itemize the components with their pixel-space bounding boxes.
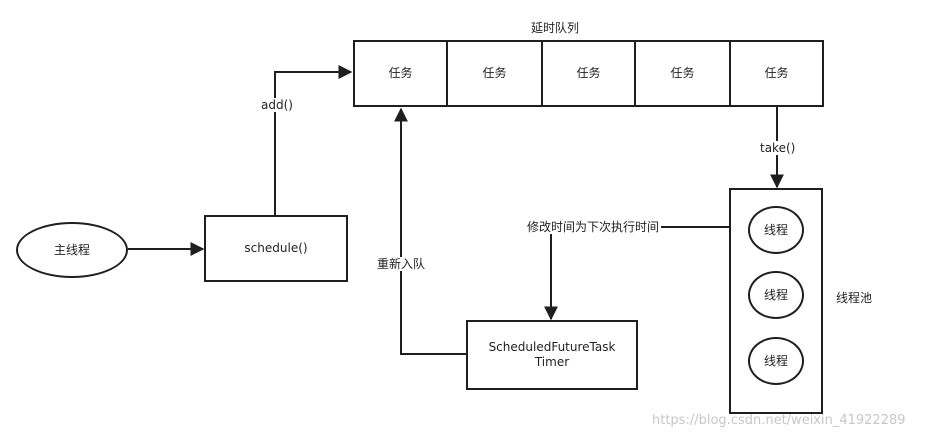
task-box-line2: Timer: [534, 355, 570, 369]
requeue-label: 重新入队: [375, 257, 428, 271]
thread-node-1: 线程: [748, 206, 804, 254]
queue-cell-label: 任务: [576, 66, 601, 80]
schedule-label: schedule(): [244, 241, 308, 255]
connector-schedule-to-queue: [274, 65, 353, 215]
thread-node-2: 线程: [748, 271, 804, 319]
take-label: take(): [758, 141, 798, 155]
queue-cell-1: 任务: [353, 40, 448, 107]
queue-cell-5: 任务: [729, 40, 824, 107]
scheduled-future-task-node: ScheduledFutureTask Timer: [466, 320, 638, 390]
queue-title: 延时队列: [531, 21, 580, 35]
queue-cell-label: 任务: [482, 66, 507, 80]
queue-cell-label: 任务: [670, 66, 695, 80]
thread-pool-label: 线程池: [836, 291, 873, 305]
connector-task-to-queue: [394, 107, 466, 355]
queue-cell-4: 任务: [634, 40, 731, 107]
main-thread-label: 主线程: [53, 242, 90, 257]
thread-label: 线程: [763, 222, 788, 237]
add-label: add(): [259, 98, 295, 112]
queue-cell-label: 任务: [764, 66, 789, 80]
task-box-line1: ScheduledFutureTask: [488, 340, 616, 354]
thread-label: 线程: [763, 287, 788, 302]
thread-node-3: 线程: [748, 337, 804, 385]
queue-cell-label: 任务: [388, 66, 413, 80]
queue-cell-2: 任务: [446, 40, 543, 107]
schedule-node: schedule(): [204, 215, 348, 282]
main-thread-node: 主线程: [16, 222, 128, 278]
watermark-text: https://blog.csdn.net/weixin_41922289: [652, 413, 906, 428]
queue-cell-3: 任务: [541, 40, 636, 107]
modify-time-label: 修改时间为下次执行时间: [525, 220, 662, 234]
connector-pool-to-task: [544, 226, 729, 321]
thread-label: 线程: [763, 353, 788, 368]
